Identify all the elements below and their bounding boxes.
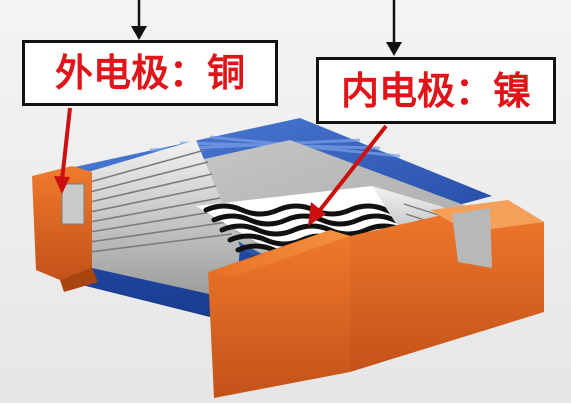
- top-arrow-right: [386, 0, 402, 56]
- outer-electrode-pointer: [54, 107, 72, 194]
- outer-electrode-label: 外电极：铜: [22, 40, 278, 106]
- outer-electrode-right-terminal: [208, 200, 544, 398]
- inner-electrode-label: 内电极：镍: [316, 57, 556, 124]
- electrode-stack-left: [88, 140, 240, 300]
- inner-electrode-pointer: [308, 124, 388, 226]
- outer-electrode-left-terminal: [32, 166, 98, 292]
- top-arrow-left: [131, 0, 147, 40]
